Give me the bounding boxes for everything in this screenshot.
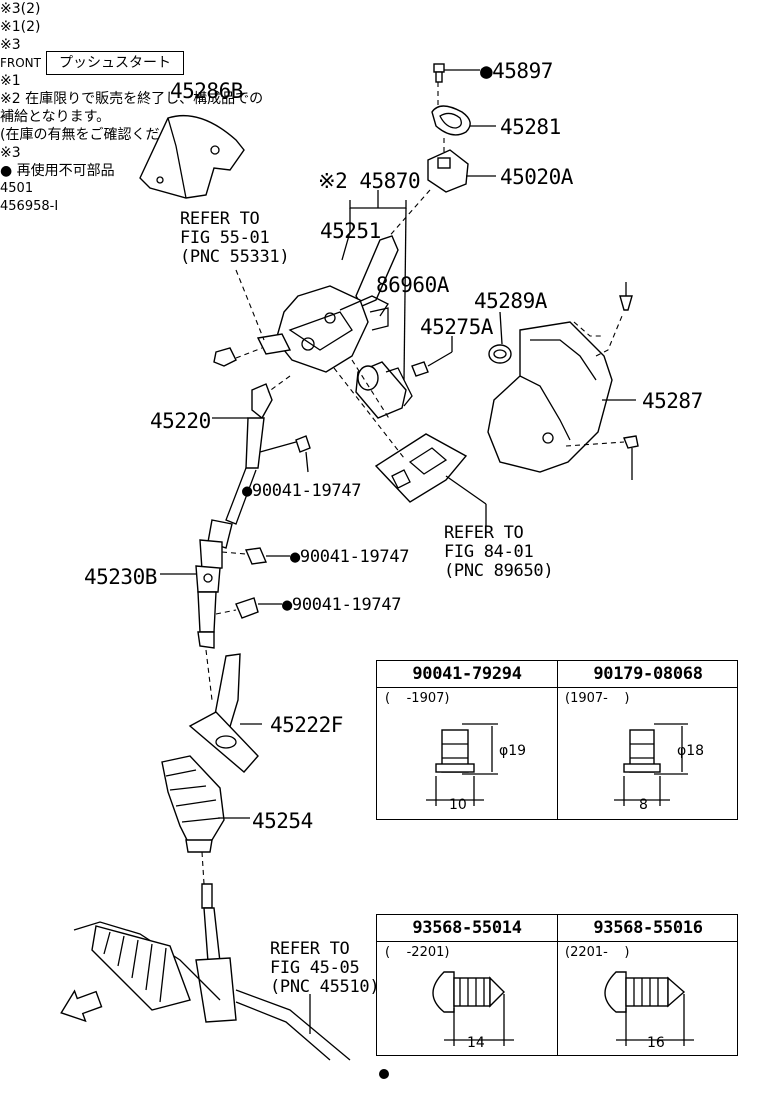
refer-fig-84-01: REFER TO FIG 84-01 (PNC 89650) [444, 523, 554, 581]
bolt-45897-drawing [433, 63, 480, 83]
label-45275a: 45275A [420, 315, 493, 339]
label-86960a: 86960A [376, 273, 449, 297]
label-note1-2: ※1(2) [0, 19, 41, 35]
table1-col2-diam: φ18 [677, 743, 705, 759]
label-45251: 45251 [320, 219, 381, 243]
table3-col1-len: 14 [467, 1035, 485, 1051]
table1: 90041-79294 90179-08068 ( -1907) (1907- … [376, 660, 738, 820]
label-45222f: 45222F [270, 713, 343, 737]
label-bolt-3: ●90041-19747 [282, 595, 402, 615]
note2-line1: ※2 在庫限りで販売を終了し、構成品での [0, 91, 264, 107]
legend-text: ● 再使用不可部品 [0, 163, 115, 179]
lock-45020a-drawing [427, 149, 496, 193]
table3-col1-part: 93568-55014 [412, 918, 522, 938]
label-45870: ※2 45870 [318, 169, 421, 193]
front-label: FRONT [0, 56, 41, 70]
label-45254: 45254 [252, 809, 313, 833]
label-45286b: 45286B [170, 79, 243, 103]
table1-col1-diam: φ19 [499, 743, 527, 759]
column-assembly-drawing [256, 235, 413, 419]
steering-gear-drawing [73, 883, 351, 1061]
table1-col2-part: 90179-08068 [593, 664, 703, 684]
ecu-bracket-drawing [374, 433, 487, 526]
refer-fig-45-05: REFER TO FIG 45-05 (PNC 45510) [270, 939, 380, 997]
boot-45254-drawing [161, 755, 250, 853]
label-note3-2: ※3(2) [0, 1, 41, 17]
screw-detail-drawings [432, 971, 694, 1046]
cover-45287-drawing [487, 321, 636, 473]
label-45020a: 45020A [500, 165, 573, 189]
note2-line3: (在庫の有無をご確認ください。) [0, 127, 200, 143]
table3-col1-range: ( -2201) [385, 945, 450, 960]
label-45287: 45287 [642, 389, 703, 413]
table1-mark: ※1 [0, 73, 21, 89]
table1-col1-part: 90041-79294 [412, 664, 522, 684]
label-45230b: 45230B [84, 565, 157, 589]
ring-45289a-drawing [488, 311, 512, 364]
note2-line2: 補給となります。 [0, 109, 111, 125]
label-45281: 45281 [500, 115, 561, 139]
cover-45286b-drawing [139, 114, 245, 199]
table1-col2-width: 8 [639, 797, 648, 813]
shaft-45220-drawing [207, 383, 273, 549]
table3-col2-range: (2201- ) [565, 945, 630, 960]
refer-fig-55-01: REFER TO FIG 55-01 (PNC 55331) [180, 209, 290, 267]
page-left-code: 4501 [0, 181, 34, 196]
label-45897: ●45897 [480, 59, 553, 83]
table1-col1-width: 10 [449, 797, 467, 813]
label-bolt-1: ●90041-19747 [242, 481, 362, 501]
table1-col2-range: (1907- ) [565, 691, 630, 706]
label-note3: ※3 [0, 37, 21, 53]
label-45289a: 45289A [474, 289, 547, 313]
table3: 93568-55014 93568-55016 ( -2201) (2201- … [376, 914, 738, 1056]
legend-dot-icon [379, 1069, 389, 1079]
label-bolt-2: ●90041-19747 [290, 547, 410, 567]
label-45220: 45220 [150, 409, 211, 433]
table1-col1-range: ( -1907) [385, 691, 450, 706]
plate-45222f-drawing [188, 653, 262, 773]
table3-col2-part: 93568-55016 [593, 918, 703, 938]
push-start-label: プッシュスタート [46, 51, 184, 75]
table3-col2-len: 16 [647, 1035, 665, 1051]
table3-mark: ※3 [0, 145, 21, 161]
screw-45275a-drawing [411, 336, 453, 377]
nut-drawing [213, 347, 263, 367]
nut-detail-drawings [426, 723, 688, 806]
page-right-code: 456958-I [0, 199, 59, 214]
gasket-45281-drawing [431, 105, 496, 136]
joint-45230b-drawing [195, 539, 223, 649]
